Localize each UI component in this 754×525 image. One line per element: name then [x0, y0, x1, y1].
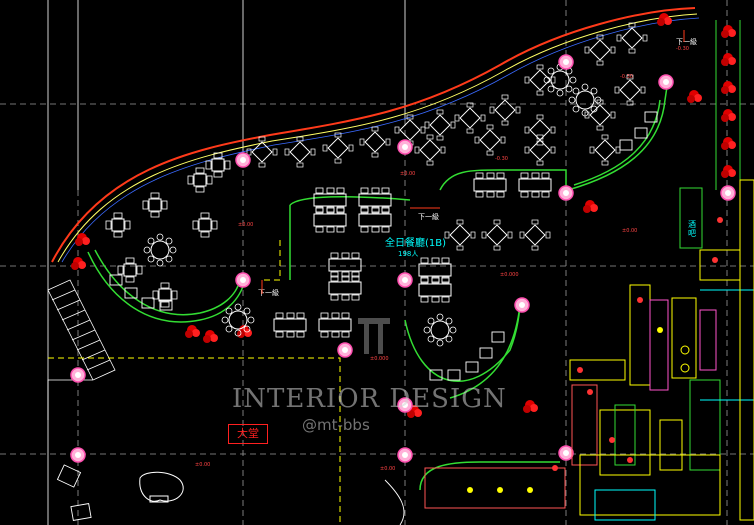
svg-text:-0.30: -0.30 — [495, 156, 508, 162]
curtain-wall — [51, 7, 700, 263]
furniture-diamond-tables — [246, 22, 648, 251]
svg-text:±0.00: ±0.00 — [195, 462, 210, 468]
svg-text:±0.00: ±0.00 — [238, 222, 253, 228]
bar-label: 酒吧 — [688, 220, 696, 238]
staircase — [47, 279, 116, 420]
svg-text:±0.00: ±0.00 — [400, 171, 415, 177]
svg-text:下一級: 下一級 — [258, 288, 279, 297]
kitchen-block — [424, 179, 754, 521]
lobby-boundary — [48, 240, 341, 525]
svg-text:±0.00: ±0.00 — [622, 228, 637, 234]
hedge-shrubs — [71, 13, 736, 418]
furniture-round-tables — [143, 63, 602, 347]
kitchen-details — [467, 217, 723, 493]
svg-text:±0.000: ±0.000 — [370, 356, 389, 362]
svg-text:下一級: 下一級 — [676, 37, 697, 46]
svg-text:-0.30: -0.30 — [620, 74, 633, 80]
lounge-chairs — [56, 464, 405, 525]
furniture-square-tables — [105, 152, 231, 308]
booth-seats — [109, 111, 658, 381]
lobby-label: 大堂 — [228, 424, 268, 444]
watermark-title: INTERIOR DESIGN — [232, 384, 507, 414]
step-down-labels: 下一級 下一級 下一級 — [258, 37, 697, 297]
svg-text:±0.00: ±0.00 — [380, 466, 395, 472]
restaurant-name-label: 全日餐廳(1B) — [385, 238, 447, 249]
watermark-handle: @mt-bbs — [302, 416, 370, 434]
arrows — [261, 30, 685, 294]
frame-lines — [47, 0, 406, 525]
planter-edges — [87, 79, 669, 491]
svg-text:±0.000: ±0.000 — [500, 272, 519, 278]
piano — [139, 471, 184, 503]
level-marks: -0.30 -0.30 ±0.00 -0.30 ±0.00 ±0.000 ±0.… — [195, 46, 689, 472]
right-hedge — [715, 20, 741, 190]
restaurant-capacity-label: 198人 — [398, 250, 419, 258]
watermark-logo-icon — [358, 318, 390, 354]
svg-text:下一級: 下一級 — [418, 212, 439, 221]
svg-text:-0.30: -0.30 — [676, 46, 689, 52]
